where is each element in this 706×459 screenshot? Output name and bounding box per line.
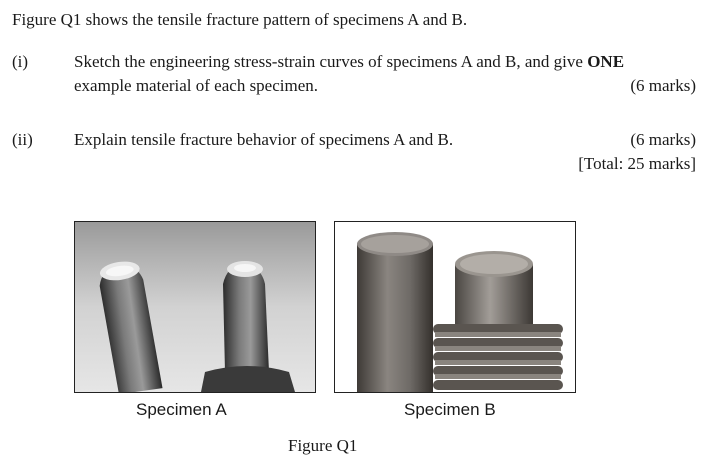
question-1-line-2: example material of each specimen. — [74, 76, 319, 95]
question-1-line-1: Sketch the engineering stress-strain cur… — [74, 52, 624, 72]
caption-specimen-b: Specimen B — [404, 400, 496, 419]
specimen-b-illustration — [335, 222, 575, 392]
question-2-marks: (6 marks) — [630, 130, 696, 149]
question-1-line-1-text: Sketch the engineering stress-strain cur… — [74, 52, 588, 71]
question-1-number: (i) — [12, 52, 29, 71]
question-2-line-1: Explain tensile fracture behavior of spe… — [74, 130, 454, 149]
question-1-emphasis: ONE — [587, 52, 625, 71]
specimen-b-photo — [334, 221, 576, 393]
total-marks: [Total: 25 marks] — [578, 154, 696, 173]
question-1-marks: (6 marks) — [630, 76, 696, 95]
figure-title: Figure Q1 — [288, 436, 358, 455]
question-2-number: (ii) — [12, 130, 33, 149]
specimen-a-photo — [74, 221, 316, 393]
caption-specimen-a: Specimen A — [136, 400, 227, 419]
specimen-a-illustration — [75, 222, 315, 392]
intro-text: Figure Q1 shows the tensile fracture pat… — [12, 10, 468, 29]
